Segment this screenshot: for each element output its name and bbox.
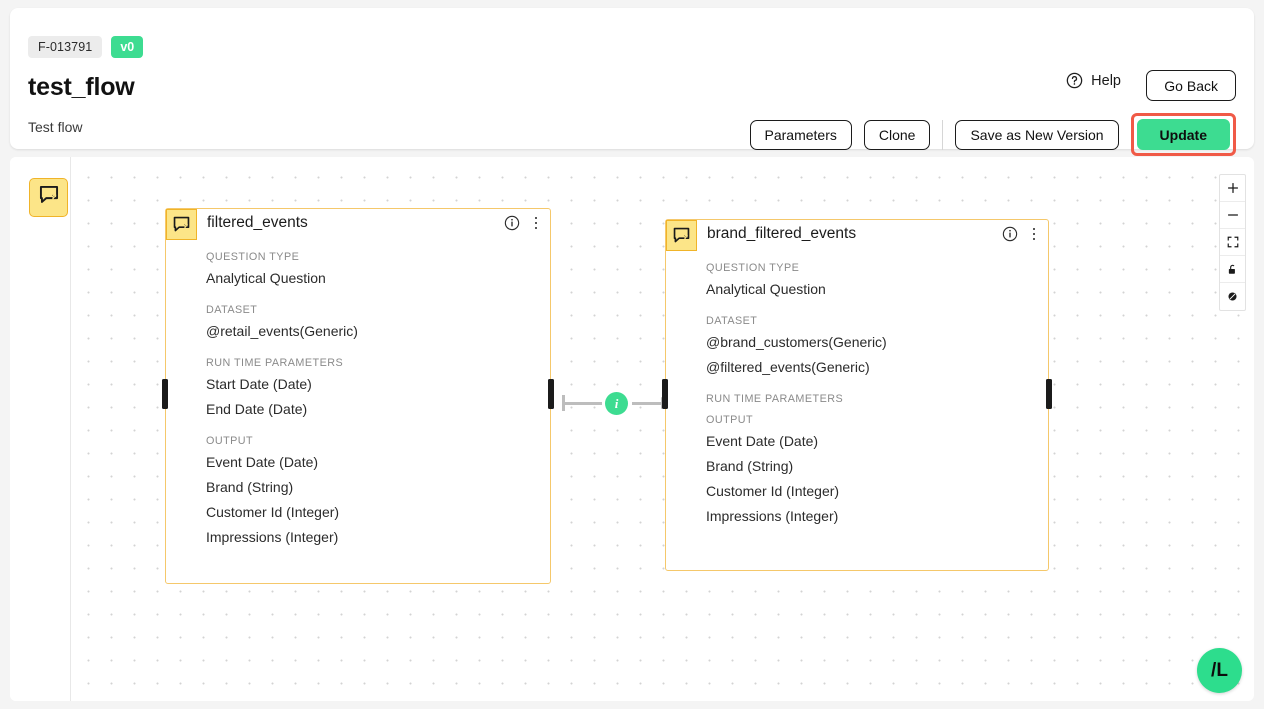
question-node-icon [666, 220, 697, 251]
question-circle-icon [1066, 72, 1083, 89]
info-icon[interactable] [1002, 226, 1018, 242]
node-action-group [504, 215, 543, 231]
edge-cap-left [562, 395, 565, 411]
section-label: RUN TIME PARAMETERS [706, 393, 844, 405]
node-section-question-type: QUESTION TYPE Analytical Question [706, 262, 1048, 302]
edge-line-right [632, 402, 663, 405]
section-item: @retail_events(Generic) [206, 323, 358, 339]
flow-canvas[interactable]: filtered_events QUESTION TYPE Analytical… [10, 157, 1254, 701]
flow-edge[interactable]: i [562, 388, 674, 418]
node-section-output: OUTPUT Event Date (Date) Brand (String) … [206, 435, 550, 550]
zoom-in-button[interactable] [1220, 175, 1245, 202]
lock-button[interactable] [1220, 256, 1245, 283]
node-section-dataset: DATASET @retail_events(Generic) [206, 304, 550, 344]
section-item: End Date (Date) [206, 401, 308, 417]
section-item: Event Date (Date) [706, 433, 819, 449]
palette-question-node-button[interactable] [29, 178, 68, 217]
flow-node-filtered-events[interactable]: filtered_events QUESTION TYPE Analytical… [162, 208, 554, 584]
section-item: Start Date (Date) [206, 376, 312, 392]
section-item: Customer Id (Integer) [706, 483, 840, 499]
action-divider [942, 119, 944, 150]
update-button[interactable]: Update [1136, 119, 1230, 150]
node-section-run-time-parameters: RUN TIME PARAMETERS [706, 393, 1048, 405]
node-output-handle[interactable] [548, 379, 554, 409]
fit-view-icon [1227, 236, 1238, 248]
section-item: Analytical Question [206, 270, 326, 286]
canvas-controls [1219, 174, 1246, 311]
section-label: QUESTION TYPE [206, 251, 300, 263]
fit-view-button[interactable] [1220, 229, 1245, 256]
section-item: Impressions (Integer) [706, 508, 839, 524]
flow-badges: F-013791 v0 [28, 36, 144, 58]
node-title: filtered_events [207, 214, 308, 231]
section-item: Customer Id (Integer) [206, 504, 340, 520]
node-header: filtered_events [166, 209, 550, 249]
kebab-menu-icon[interactable] [1027, 226, 1041, 242]
section-label: OUTPUT [706, 414, 754, 426]
node-action-group [1002, 226, 1041, 242]
zoom-out-icon [1227, 214, 1238, 216]
section-label: RUN TIME PARAMETERS [206, 357, 344, 369]
save-as-new-version-button[interactable]: Save as New Version [955, 119, 1119, 150]
question-node-icon [38, 184, 60, 211]
parameters-button[interactable]: Parameters [749, 119, 852, 150]
interactivity-icon [1228, 292, 1237, 301]
lock-icon [1228, 264, 1235, 274]
node-body: QUESTION TYPE Analytical Question DATASE… [166, 251, 550, 550]
section-item: Brand (String) [206, 479, 294, 495]
page-header: F-013791 v0 test_flow Test flow Help Go … [10, 8, 1254, 156]
edge-line-left [564, 402, 602, 405]
section-item: Impressions (Integer) [206, 529, 339, 545]
node-section-run-time-parameters: RUN TIME PARAMETERS Start Date (Date) En… [206, 357, 550, 422]
node-title: brand_filtered_events [707, 225, 857, 242]
node-section-dataset: DATASET @brand_customers(Generic) @filte… [706, 315, 1048, 380]
kebab-menu-icon[interactable] [529, 215, 543, 231]
node-header: brand_filtered_events [666, 220, 1048, 260]
node-output-handle[interactable] [1046, 379, 1052, 409]
header-action-bar: Parameters Clone Save as New Version Upd… [749, 113, 1236, 156]
node-section-output: OUTPUT Event Date (Date) Brand (String) … [706, 414, 1048, 529]
assistant-fab-button[interactable]: /L [1197, 648, 1242, 693]
edge-info-badge[interactable]: i [605, 392, 628, 415]
node-palette [10, 157, 71, 701]
section-label: DATASET [706, 315, 758, 327]
section-item: Brand (String) [706, 458, 794, 474]
update-button-highlight: Update [1130, 113, 1236, 156]
flow-version-badge: v0 [111, 36, 144, 58]
section-item: @filtered_events(Generic) [706, 359, 870, 375]
section-label: DATASET [206, 304, 258, 316]
help-label: Help [1091, 72, 1121, 89]
go-back-button[interactable]: Go Back [1146, 70, 1236, 101]
interactivity-toggle-button[interactable] [1220, 283, 1245, 310]
section-item: Analytical Question [706, 281, 826, 297]
section-item: Event Date (Date) [206, 454, 319, 470]
section-label: OUTPUT [206, 435, 254, 447]
section-item: @brand_customers(Generic) [706, 334, 887, 350]
question-node-icon [166, 209, 197, 240]
info-icon[interactable] [504, 215, 520, 231]
clone-button[interactable]: Clone [863, 119, 931, 150]
node-input-handle[interactable] [662, 379, 668, 409]
node-section-question-type: QUESTION TYPE Analytical Question [206, 251, 550, 291]
node-input-handle[interactable] [162, 379, 168, 409]
page-title: test_flow [28, 73, 135, 101]
help-link[interactable]: Help [1066, 72, 1121, 89]
node-body: QUESTION TYPE Analytical Question DATASE… [666, 262, 1048, 529]
flow-node-brand-filtered-events[interactable]: brand_filtered_events QUESTION TYPE Anal… [662, 219, 1052, 571]
zoom-in-icon [1227, 183, 1238, 193]
flow-id-badge: F-013791 [28, 36, 103, 58]
zoom-out-button[interactable] [1220, 202, 1245, 229]
section-label: QUESTION TYPE [706, 262, 800, 274]
page-subtitle: Test flow [28, 119, 83, 135]
